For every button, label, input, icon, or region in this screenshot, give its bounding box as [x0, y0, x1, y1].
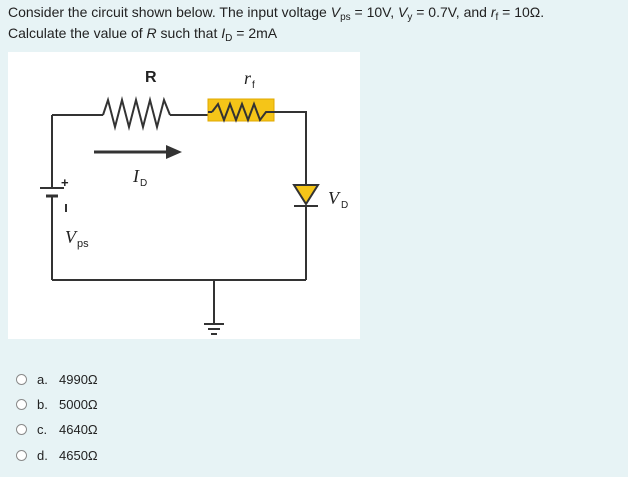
id-value: = 2mA [232, 25, 278, 41]
label-vd-sub: D [341, 200, 348, 211]
label-vps: V [65, 227, 78, 247]
vps-value: = 10V, [350, 4, 398, 20]
vy-value: = 0.7V, and [412, 4, 491, 20]
rf-value: = 10Ω. [498, 4, 545, 20]
rf-symbol: r [490, 4, 496, 20]
radio-c[interactable] [16, 423, 27, 435]
question-line-2: Calculate the value of R such that ID = … [8, 24, 278, 44]
vy-subscript: y [407, 12, 413, 23]
option-b[interactable]: b. 5000Ω [16, 393, 216, 415]
radio-b[interactable] [16, 398, 27, 410]
label-r: R [145, 69, 157, 86]
option-a-letter: a. [37, 371, 48, 387]
circuit-svg: R r f I D V D + [40, 68, 348, 335]
resistor-r-icon [102, 96, 171, 131]
vps-subscript: ps [340, 12, 351, 23]
vy-symbol: V [397, 4, 408, 20]
wire-top-right [274, 111, 307, 192]
option-d[interactable]: d. 4650Ω [16, 444, 216, 466]
option-c-letter: c. [37, 421, 48, 437]
vps-symbol: V [330, 4, 341, 20]
label-vd: V [328, 188, 341, 208]
radio-d[interactable] [16, 449, 27, 461]
label-rf-sub: f [252, 80, 255, 91]
id-symbol: I [221, 25, 226, 41]
circuit-diagram: R r f I D V D + [8, 52, 360, 339]
option-a[interactable]: a. 4990Ω [16, 368, 216, 390]
plus-sign: + [61, 175, 69, 190]
resistor-rf-icon [211, 101, 274, 123]
label-id: I [132, 166, 140, 186]
radio-a[interactable] [16, 373, 27, 385]
option-a-value: 4990Ω [59, 371, 98, 387]
question-line2-mid: such that [156, 25, 222, 41]
option-c[interactable]: c. 4640Ω [16, 418, 216, 440]
option-c-value: 4640Ω [59, 421, 98, 437]
option-b-value: 5000Ω [59, 396, 98, 412]
label-rf: r [244, 68, 252, 88]
question-intro: Consider the circuit shown below. The in… [8, 4, 331, 20]
question-line-1: Consider the circuit shown below. The in… [8, 3, 545, 23]
option-d-letter: d. [37, 447, 48, 463]
diode-icon [292, 184, 320, 206]
label-id-sub: D [140, 178, 147, 189]
rf-resistor-box [207, 98, 275, 122]
label-vps-sub: ps [77, 238, 89, 250]
r-symbol: R [146, 25, 157, 41]
question-line2-pre: Calculate the value of [8, 25, 147, 41]
id-subscript: D [225, 33, 233, 44]
arrow-right-icon [166, 145, 182, 159]
option-d-value: 4650Ω [59, 447, 98, 463]
option-b-letter: b. [37, 396, 48, 412]
rf-subscript: f [495, 12, 499, 23]
